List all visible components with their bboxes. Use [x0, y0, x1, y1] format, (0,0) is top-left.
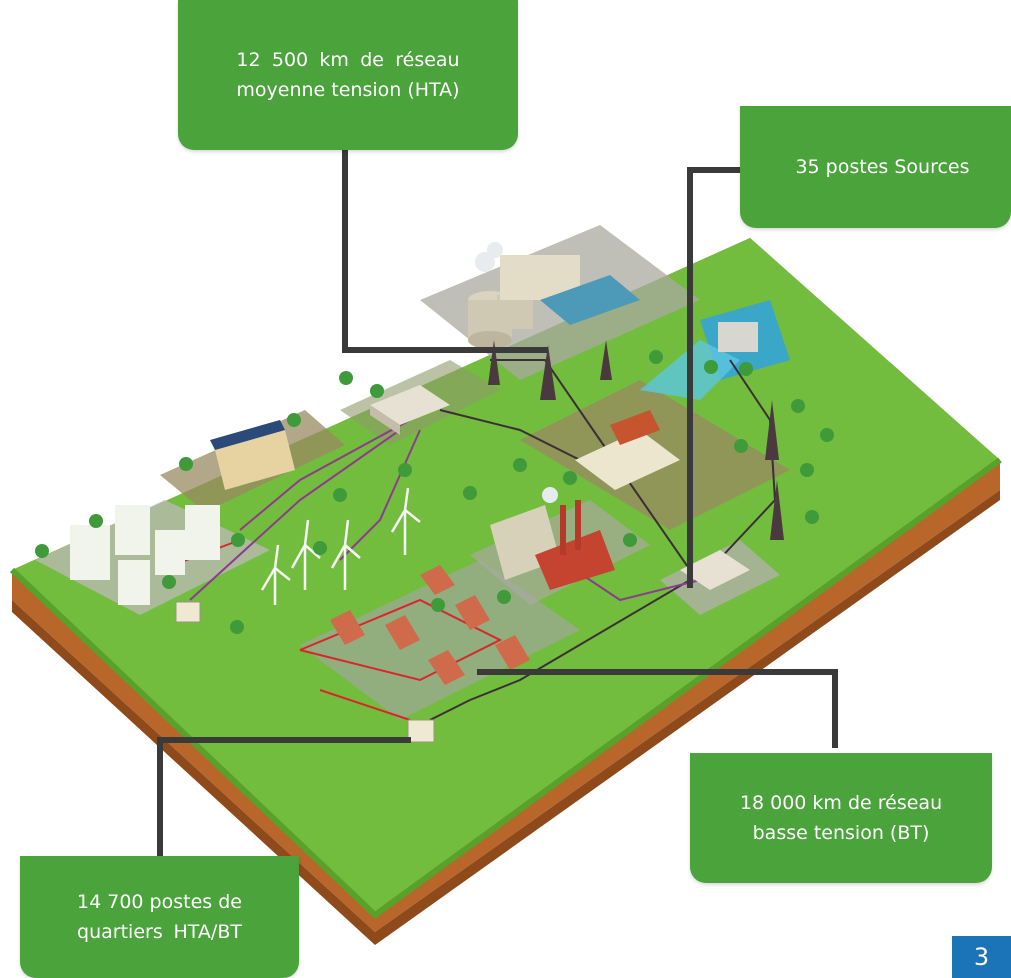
connector-postes — [157, 737, 411, 859]
trees — [35, 350, 834, 634]
callout-connectors — [157, 147, 838, 859]
connector-hta — [342, 147, 548, 353]
buildings — [70, 410, 680, 605]
connector-sources — [687, 167, 743, 588]
callout-postes-quartiers: 14 700 postes de quartiers HTA/BT — [20, 856, 299, 978]
callout-sources-text: 35 postes Sources — [795, 156, 970, 178]
power-plant — [468, 242, 640, 349]
callout-bt-line1: 18 000 km de réseau — [739, 792, 943, 814]
page-number-badge: 3 — [952, 936, 1011, 978]
wind-turbines — [260, 487, 421, 605]
callout-postes-line1: 14 700 postes de — [77, 891, 242, 913]
callout-bt-network: 18 000 km de réseau basse tension (BT) — [690, 753, 992, 883]
callout-postes-line2: quartiers HTA/BT — [77, 921, 242, 943]
houses — [330, 565, 530, 685]
callout-sources: 35 postes Sources — [740, 106, 1011, 228]
callout-bt-line2: basse tension (BT) — [752, 822, 930, 844]
substations — [175, 385, 750, 743]
pylons — [488, 340, 784, 540]
callout-hta-line2: moyenne tension (HTA) — [236, 79, 460, 101]
connector-bt — [477, 669, 838, 748]
callout-hta-line1: 12 500 km de réseau — [236, 49, 460, 71]
callout-hta-network: 12 500 km de réseau moyenne tension (HTA… — [178, 0, 518, 150]
